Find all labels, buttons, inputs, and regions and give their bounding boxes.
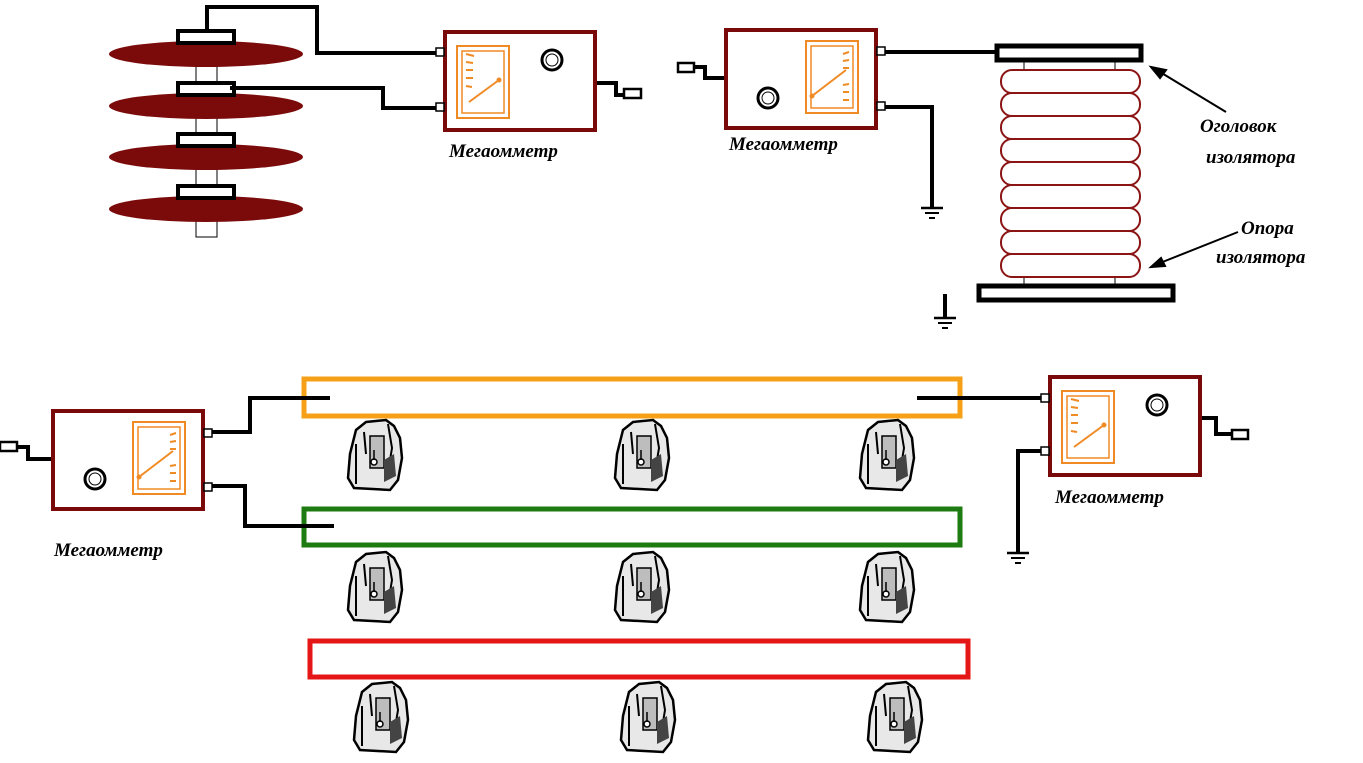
cap-label-line2: изолятора [1206, 147, 1296, 168]
megohmmeter-4 [1040, 375, 1202, 477]
annotation-arrows [1148, 65, 1239, 269]
wires-1 [205, 5, 624, 110]
bus-middle [301, 506, 963, 548]
base-label-line1: Опора [1241, 218, 1294, 239]
ground-icon [1005, 551, 1031, 565]
meter-3-label: Мегаомметр [53, 540, 163, 561]
megohmmeter-1 [435, 30, 597, 132]
meter-2-label: Мегаомметр [728, 134, 838, 155]
suspension-insulator-icon [109, 29, 303, 238]
wires-2 [694, 50, 1000, 318]
wires-3 [8, 396, 1232, 553]
cap-label-line1: Оголовок [1200, 116, 1278, 137]
megohmmeter-2 [724, 28, 886, 130]
meter-1-label: Мегаомметр [448, 141, 558, 162]
crank-handle-icon [676, 61, 696, 74]
megohmmeter-3 [51, 409, 213, 511]
support-insulator-icon [976, 43, 1176, 303]
ground-icon [932, 316, 958, 330]
ground-icon [919, 206, 945, 220]
crank-handle-icon [0, 440, 19, 453]
bus-bottom [307, 638, 971, 680]
meter-4-label: Мегаомметр [1054, 487, 1164, 508]
crank-handle-icon [1230, 428, 1250, 441]
bus-top [301, 376, 963, 419]
base-label-line2: изолятора [1216, 247, 1306, 268]
crank-handle-icon [622, 87, 643, 100]
disconnector-insulator-icon [346, 418, 924, 754]
